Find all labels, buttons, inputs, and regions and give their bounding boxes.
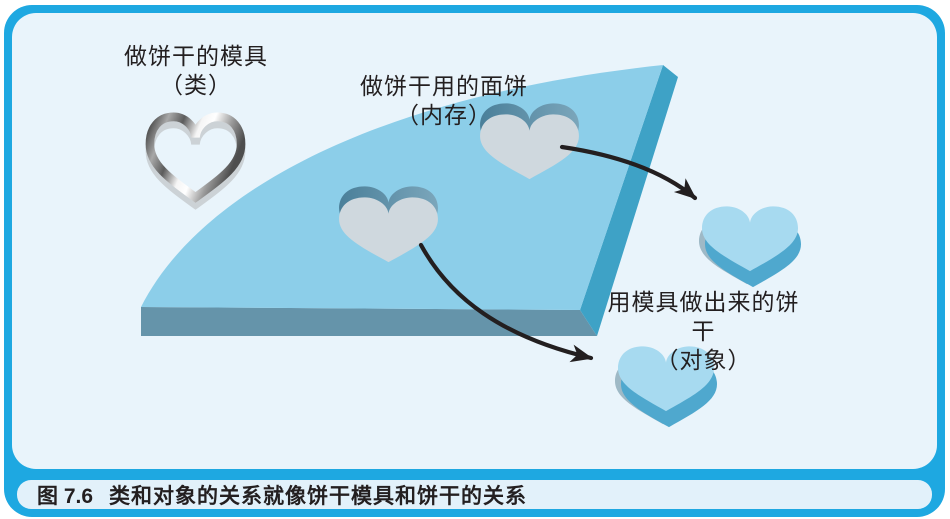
dough-slab-side-face	[580, 65, 678, 336]
cookie-cutter-icon	[150, 117, 241, 205]
label-cookie-line2: （对象）	[655, 347, 752, 373]
figure-number: 图 7.6	[37, 484, 94, 508]
label-cookie-line1: 用模具做出来的饼干	[607, 289, 800, 344]
dough-slab-front-face	[141, 307, 597, 336]
caption-bar: 图 7.6 类和对象的关系就像饼干模具和饼干的关系	[17, 480, 932, 509]
label-mold-class: 做饼干的模具 （类）	[86, 42, 306, 100]
label-dough-memory: 做饼干用的面饼 （内存）	[334, 72, 554, 130]
cookie-heart-upper	[699, 206, 801, 288]
figure-caption: 类和对象的关系就像饼干模具和饼干的关系	[109, 484, 528, 508]
arrow-upper	[559, 144, 698, 201]
label-cookie-object: 用模具做出来的饼干 （对象）	[596, 288, 811, 375]
label-mold-line1: 做饼干的模具	[124, 43, 268, 69]
label-dough-line1: 做饼干用的面饼	[360, 73, 528, 99]
arrow-lower	[418, 242, 594, 363]
label-dough-line2: （内存）	[396, 102, 492, 128]
label-mold-line2: （类）	[160, 72, 232, 98]
